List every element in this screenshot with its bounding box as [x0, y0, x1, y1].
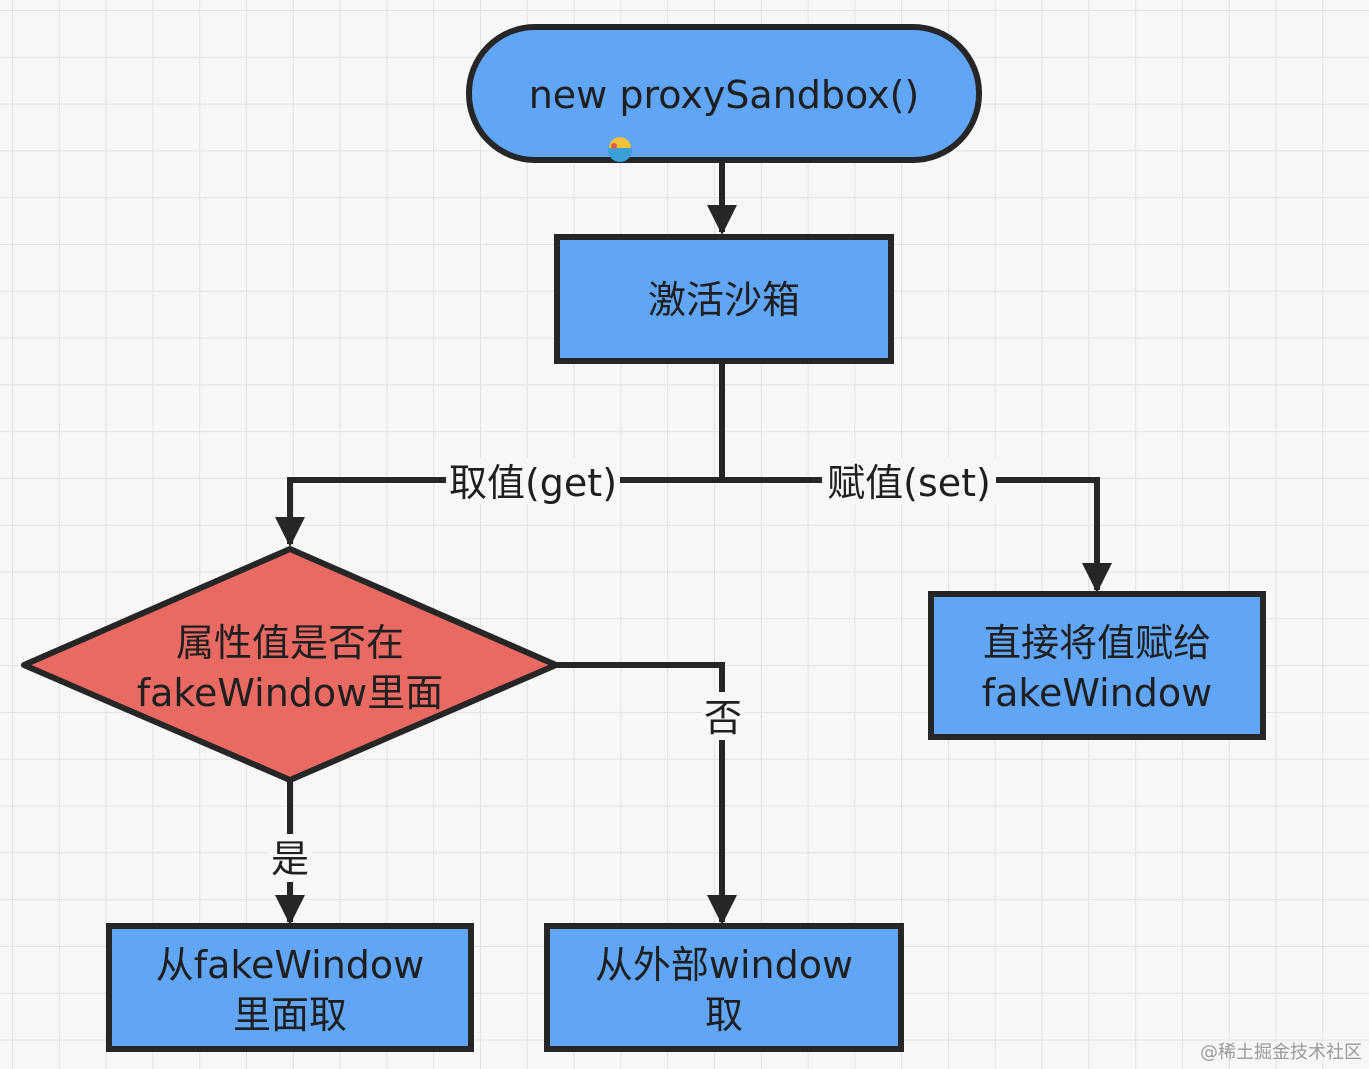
node-activate-shape	[554, 234, 894, 364]
label-no: 否	[704, 696, 742, 740]
node-decision-label-line2: fakeWindow里面	[137, 671, 444, 715]
label-yes-bg	[268, 834, 312, 882]
node-from-outer-label-line2: 取	[705, 993, 743, 1037]
label-set: 赋值(set)	[827, 461, 991, 505]
node-from-fake-shape	[106, 923, 474, 1052]
node-assign: 直接将值赋给 fakeWindow	[928, 591, 1266, 740]
label-yes: 是	[271, 837, 309, 881]
badge-icon	[608, 137, 632, 162]
node-start: new proxySandbox()	[466, 24, 982, 163]
edge-labels: 取值(get) 赋值(set) 否 是	[268, 458, 996, 882]
node-start-label: new proxySandbox()	[529, 73, 920, 117]
node-start-shape	[466, 24, 982, 163]
watermark: @稀土掘金技术社区	[1200, 1042, 1362, 1063]
node-activate: 激活沙箱	[554, 234, 894, 364]
node-from-fake-label-line2: 里面取	[233, 993, 347, 1037]
label-no-bg	[702, 692, 744, 740]
node-from-outer-shape	[544, 923, 904, 1052]
node-from-fake: 从fakeWindow 里面取	[106, 923, 474, 1052]
node-decision-label-line1: 属性值是否在	[176, 621, 404, 665]
node-assign-shape	[928, 591, 1266, 740]
node-from-outer: 从外部window 取	[544, 923, 904, 1052]
node-from-outer-label-line1: 从外部window	[595, 943, 853, 987]
node-decision: 属性值是否在 fakeWindow里面	[21, 546, 559, 783]
edge-no	[556, 662, 737, 925]
node-from-fake-label-line1: 从fakeWindow	[156, 943, 425, 987]
node-assign-label-line1: 直接将值赋给	[983, 621, 1211, 665]
node-activate-label: 激活沙箱	[648, 278, 800, 322]
label-get-bg	[446, 458, 620, 504]
label-get: 取值(get)	[449, 461, 617, 505]
node-decision-shape	[21, 546, 559, 783]
label-set-bg	[822, 458, 996, 504]
node-assign-label-line2: fakeWindow	[982, 671, 1213, 715]
